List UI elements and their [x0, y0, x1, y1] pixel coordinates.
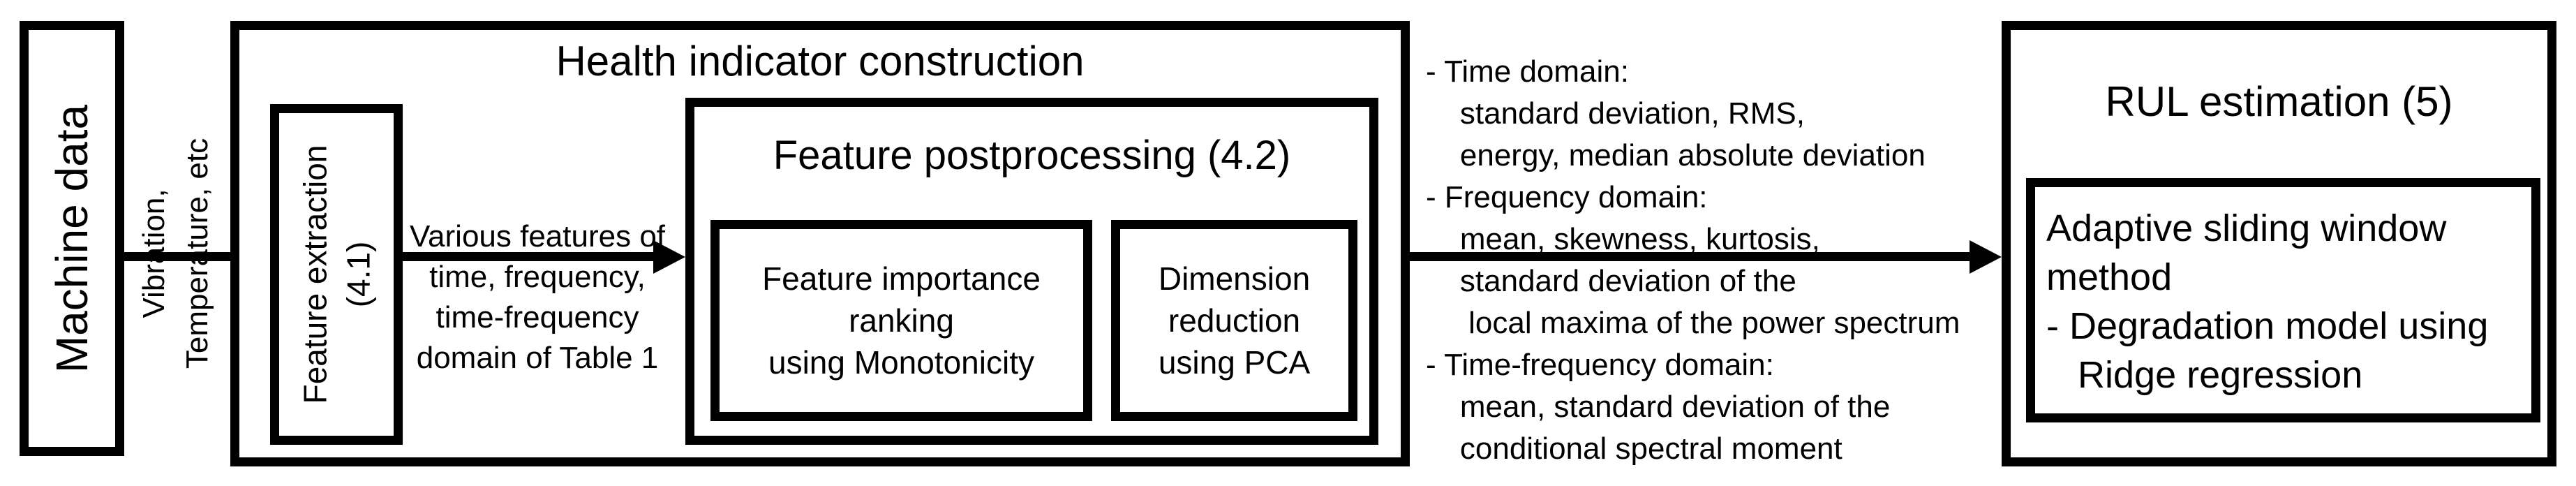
dimension-reduction-label: Dimension reduction using PCA	[1158, 260, 1311, 381]
rul-method-line: - Degradation model using	[2046, 305, 2489, 347]
machine-data-label-wrap: Machine data	[29, 30, 115, 447]
annotation-line: standard deviation of the	[1426, 264, 1796, 298]
annotation-line: mean, standard deviation of the	[1426, 390, 1891, 424]
feature-importance-ranking-box: Feature importance ranking using Monoton…	[710, 220, 1092, 421]
rul-method-line: Adaptive sliding window	[2046, 207, 2447, 249]
rul-estimation-title: RUL estimation (5)	[2105, 78, 2453, 125]
dimension-reduction-box: Dimension reduction using PCA	[1111, 220, 1357, 421]
selected-features-arrow-line	[1410, 252, 1970, 261]
input-arrow-label: Vibration, Temperature, etc	[137, 138, 214, 369]
feature-postprocessing-title: Feature postprocessing (4.2)	[773, 133, 1291, 178]
annotation-line: energy, median absolute deviation	[1426, 138, 1926, 172]
features-arrow-line	[403, 252, 654, 261]
rul-method-box: Adaptive sliding window method - Degrada…	[2026, 178, 2540, 422]
rul-method-line: Ridge regression	[2046, 354, 2363, 396]
features-arrow-head-icon	[653, 240, 685, 274]
feature-extraction-box: Feature extraction (4.1)	[270, 104, 403, 445]
input-arrow-line	[122, 252, 241, 261]
annotation-line: local maxima of the power spectrum	[1426, 306, 1960, 340]
annotation-line: - Frequency domain:	[1426, 180, 1708, 214]
annotation-line: standard deviation, RMS,	[1426, 96, 1805, 131]
annotation-line: mean, skewness, kurtosis,	[1426, 222, 1820, 256]
annotation-line: conditional spectral moment	[1426, 432, 1842, 466]
health-indicator-construction-title: Health indicator construction	[556, 38, 1085, 84]
machine-data-label: Machine data	[47, 104, 97, 373]
annotation-line: - Time-frequency domain:	[1426, 348, 1774, 382]
features-arrow-label: Various features of time, frequency, tim…	[409, 219, 666, 375]
annotation-line: - Time domain:	[1426, 54, 1629, 89]
selected-features-arrow-head-icon	[1970, 240, 2002, 274]
machine-data-box: Machine data	[20, 21, 124, 456]
selected-features-annotation: - Time domain: standard deviation, RMS, …	[1426, 51, 1998, 470]
rul-method-line: method	[2046, 256, 2173, 298]
feature-importance-ranking-label: Feature importance ranking using Monoton…	[762, 260, 1041, 381]
rul-method-text: Adaptive sliding window method - Degrada…	[2035, 187, 2531, 399]
